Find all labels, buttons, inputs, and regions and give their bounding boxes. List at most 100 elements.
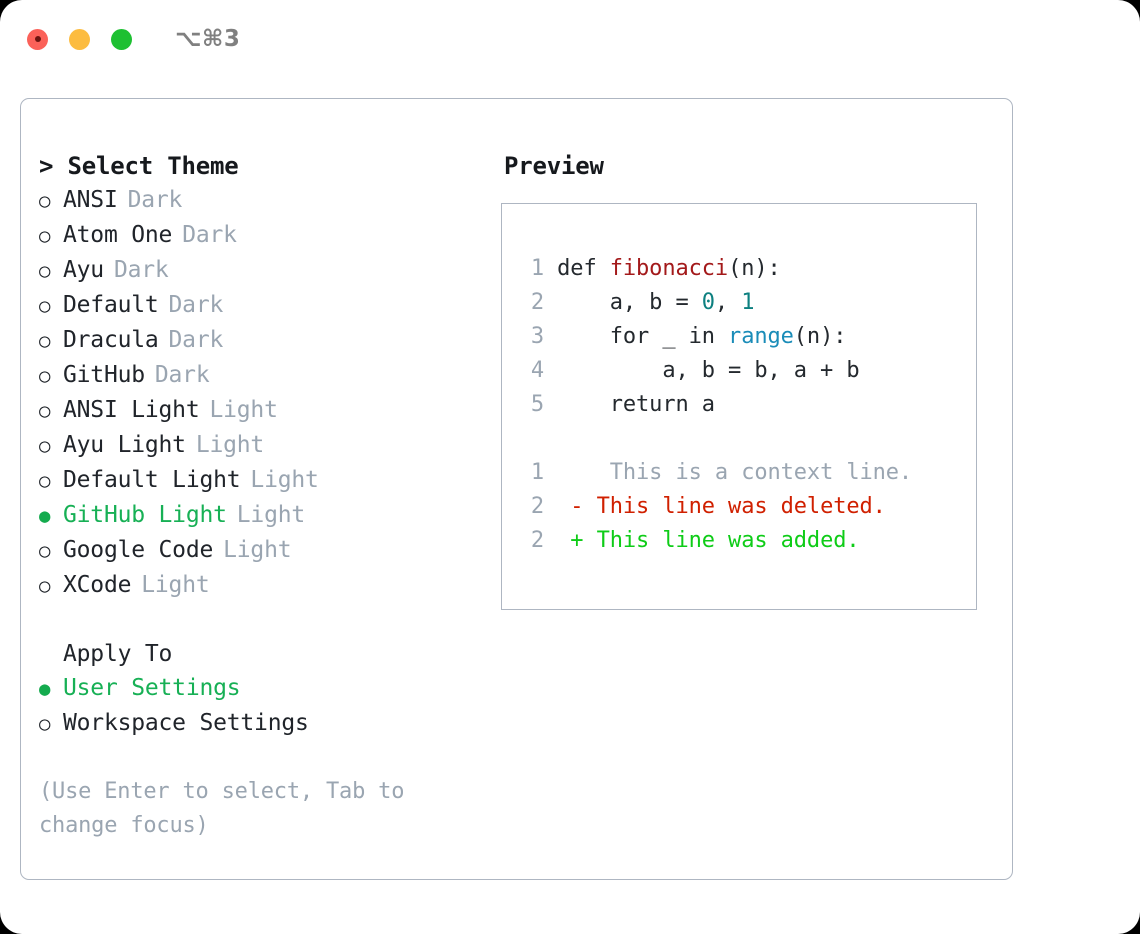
radio-selected-icon: ● bbox=[39, 678, 51, 700]
theme-option-default[interactable]: ○ Default Dark bbox=[39, 288, 501, 323]
theme-option-github[interactable]: ○ GitHub Dark bbox=[39, 358, 501, 393]
theme-option-atom-one[interactable]: ○ Atom One Dark bbox=[39, 218, 501, 253]
theme-variant-tag: Light bbox=[236, 502, 306, 528]
diff-marker bbox=[570, 460, 583, 485]
radio-unselected-icon: ○ bbox=[39, 540, 51, 562]
diff-gutter-space bbox=[544, 494, 570, 519]
code-space bbox=[544, 358, 557, 383]
close-button-icon[interactable] bbox=[27, 28, 48, 50]
code-space bbox=[544, 392, 557, 417]
theme-option-label: GitHub Light bbox=[63, 502, 227, 528]
theme-option-ayu-light[interactable]: ○ Ayu Light Light bbox=[39, 428, 501, 463]
maximize-button-icon[interactable] bbox=[111, 28, 132, 50]
preview-title: Preview bbox=[504, 152, 604, 180]
apply-to-option-list: ●User Settings○Workspace Settings bbox=[39, 671, 501, 741]
theme-option-label: ANSI bbox=[63, 187, 118, 213]
code-line: 3 for _ in range(n): bbox=[520, 320, 976, 354]
diff-gutter-space bbox=[544, 460, 570, 485]
radio-unselected-icon: ○ bbox=[39, 365, 51, 387]
line-number: 1 bbox=[530, 256, 544, 281]
line-number: 2 bbox=[530, 494, 544, 519]
radio-unselected-icon: ○ bbox=[39, 295, 51, 317]
theme-option-label: GitHub bbox=[63, 362, 145, 388]
keyboard-hint-text: (Use Enter to select, Tab to change focu… bbox=[39, 779, 405, 838]
line-number: 2 bbox=[530, 290, 544, 315]
code-line: 1 def fibonacci(n): bbox=[520, 252, 976, 286]
diff-text: This line was added. bbox=[583, 528, 860, 553]
code-token: for _ in bbox=[557, 324, 729, 349]
theme-variant-tag: Light bbox=[209, 397, 278, 423]
code-token: range bbox=[728, 324, 794, 349]
diff-line-ctx: 1 This is a context line. bbox=[520, 456, 976, 490]
line-number: 3 bbox=[530, 324, 544, 349]
theme-option-label: ANSI Light bbox=[63, 397, 200, 423]
code-space bbox=[544, 324, 557, 349]
diff-text: This is a context line. bbox=[583, 460, 913, 485]
code-token: a, b = b, a + b bbox=[557, 358, 860, 383]
radio-unselected-icon: ○ bbox=[39, 575, 51, 597]
line-number: 5 bbox=[530, 392, 544, 417]
radio-unselected-icon: ○ bbox=[39, 435, 51, 457]
diff-sample: 1 This is a context line.2 - This line w… bbox=[520, 456, 976, 558]
theme-variant-tag: Dark bbox=[154, 362, 210, 388]
diff-gutter-space bbox=[544, 528, 570, 553]
code-token: fibonacci bbox=[609, 256, 729, 281]
code-line: 4 a, b = b, a + b bbox=[520, 354, 976, 388]
code-token: , bbox=[714, 290, 742, 315]
apply-to-option-workspace-settings[interactable]: ○Workspace Settings bbox=[39, 706, 501, 741]
theme-option-label: Atom One bbox=[63, 222, 173, 248]
code-line: 5 return a bbox=[520, 388, 976, 422]
code-token: (n): bbox=[728, 256, 781, 281]
diff-marker: - bbox=[570, 494, 584, 519]
title-bar: ⌥⌘3 bbox=[0, 0, 1140, 78]
code-space bbox=[544, 256, 557, 281]
theme-option-label: Default bbox=[63, 292, 159, 318]
theme-option-label: Ayu Light bbox=[63, 432, 186, 458]
theme-variant-tag: Dark bbox=[182, 222, 237, 248]
preview-column: Preview 1 def fibonacci(n):2 a, b = 0, 1… bbox=[501, 99, 1012, 879]
window-title-shortcut: ⌥⌘3 bbox=[175, 26, 241, 52]
code-token: 0 bbox=[701, 290, 715, 315]
code-token: a, b = bbox=[557, 290, 702, 315]
diff-text: This line was deleted. bbox=[583, 494, 886, 519]
diff-marker: + bbox=[570, 528, 584, 553]
theme-variant-tag: Dark bbox=[168, 292, 224, 318]
diff-line-del: 2 - This line was deleted. bbox=[520, 490, 976, 524]
theme-variant-tag: Light bbox=[141, 572, 210, 598]
theme-variant-tag: Light bbox=[250, 467, 319, 493]
select-theme-header: > Select Theme bbox=[39, 152, 239, 180]
code-token: return a bbox=[557, 392, 715, 417]
window-controls bbox=[27, 28, 132, 50]
diff-line-add: 2 + This line was added. bbox=[520, 524, 976, 558]
theme-option-label: Ayu bbox=[63, 257, 104, 283]
theme-variant-tag: Light bbox=[195, 432, 265, 458]
radio-unselected-icon: ○ bbox=[39, 400, 51, 422]
radio-unselected-icon: ○ bbox=[39, 190, 51, 212]
radio-unselected-icon: ○ bbox=[39, 225, 51, 247]
theme-option-label: Google Code bbox=[63, 537, 214, 563]
minimize-button-icon[interactable] bbox=[69, 28, 90, 50]
radio-selected-icon: ● bbox=[39, 505, 51, 527]
code-token: def bbox=[557, 256, 610, 281]
theme-option-ansi-light[interactable]: ○ ANSI Light Light bbox=[39, 393, 501, 428]
theme-option-github-light[interactable]: ● GitHub Light Light bbox=[39, 498, 501, 533]
code-token: (n): bbox=[793, 324, 847, 349]
line-number: 1 bbox=[530, 460, 544, 485]
radio-unselected-icon: ○ bbox=[39, 330, 51, 352]
code-token: 1 bbox=[741, 290, 755, 315]
apply-to-option-user-settings[interactable]: ●User Settings bbox=[39, 671, 501, 706]
apply-to-title: Apply To bbox=[63, 641, 173, 667]
theme-option-label: Dracula bbox=[63, 327, 159, 353]
line-number: 4 bbox=[530, 358, 544, 383]
